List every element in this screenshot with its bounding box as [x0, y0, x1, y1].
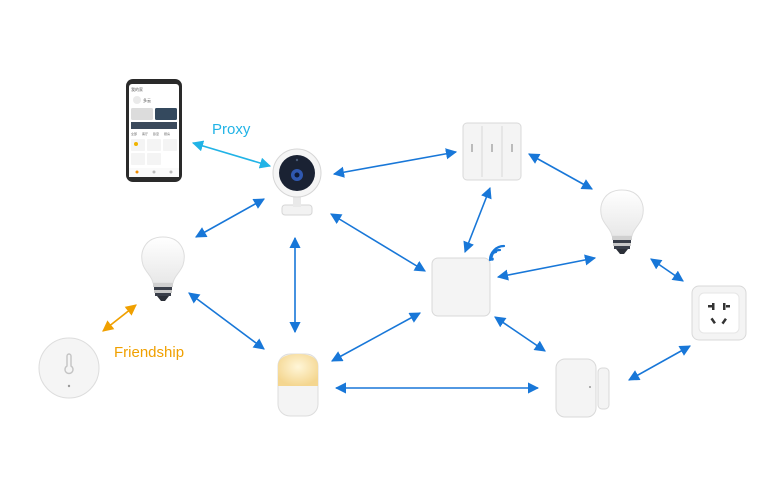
link-switch-gateway — [463, 186, 492, 254]
link-gateway-bulbright — [496, 254, 597, 281]
link-nightlight-gateway — [331, 312, 421, 362]
temperature-sensor-icon — [38, 337, 100, 399]
links — [102, 140, 691, 394]
smartphone-icon: 我的家 多云 全部 客厅 卧室 厨房 — [126, 79, 182, 182]
phone-tab-4: 厨房 — [164, 131, 170, 136]
night-light-icon — [277, 353, 319, 417]
friendship-label: Friendship — [114, 344, 184, 361]
link-camera-bulbleft — [195, 198, 265, 238]
phone-tab-3: 卧室 — [153, 131, 159, 136]
link-gateway-doorsensor — [494, 316, 546, 352]
link-bulbright-socket — [650, 258, 684, 282]
link-bulbleft-nightlight — [188, 292, 265, 350]
link-doorsensor-socket — [628, 345, 691, 381]
socket-icon — [691, 285, 747, 341]
phone-weather: 多云 — [143, 97, 151, 103]
link-switch-bulbright — [528, 153, 593, 190]
gateway-icon — [431, 244, 506, 317]
link-camera-switch — [332, 148, 458, 178]
light-bulb-icon — [600, 189, 644, 254]
proxy-label: Proxy — [212, 121, 251, 138]
phone-tab-2: 客厅 — [142, 131, 148, 136]
link-sensor-bulbleft — [102, 304, 137, 332]
link-camera-gateway — [330, 213, 426, 272]
link-phone-camera — [191, 140, 272, 169]
phone-header: 我的家 — [131, 86, 143, 92]
camera-icon — [272, 148, 322, 216]
light-bulb-icon — [141, 236, 185, 301]
door-sensor-icon — [555, 358, 610, 418]
switch-icon — [462, 122, 522, 181]
phone-tab-1: 全部 — [131, 131, 137, 136]
